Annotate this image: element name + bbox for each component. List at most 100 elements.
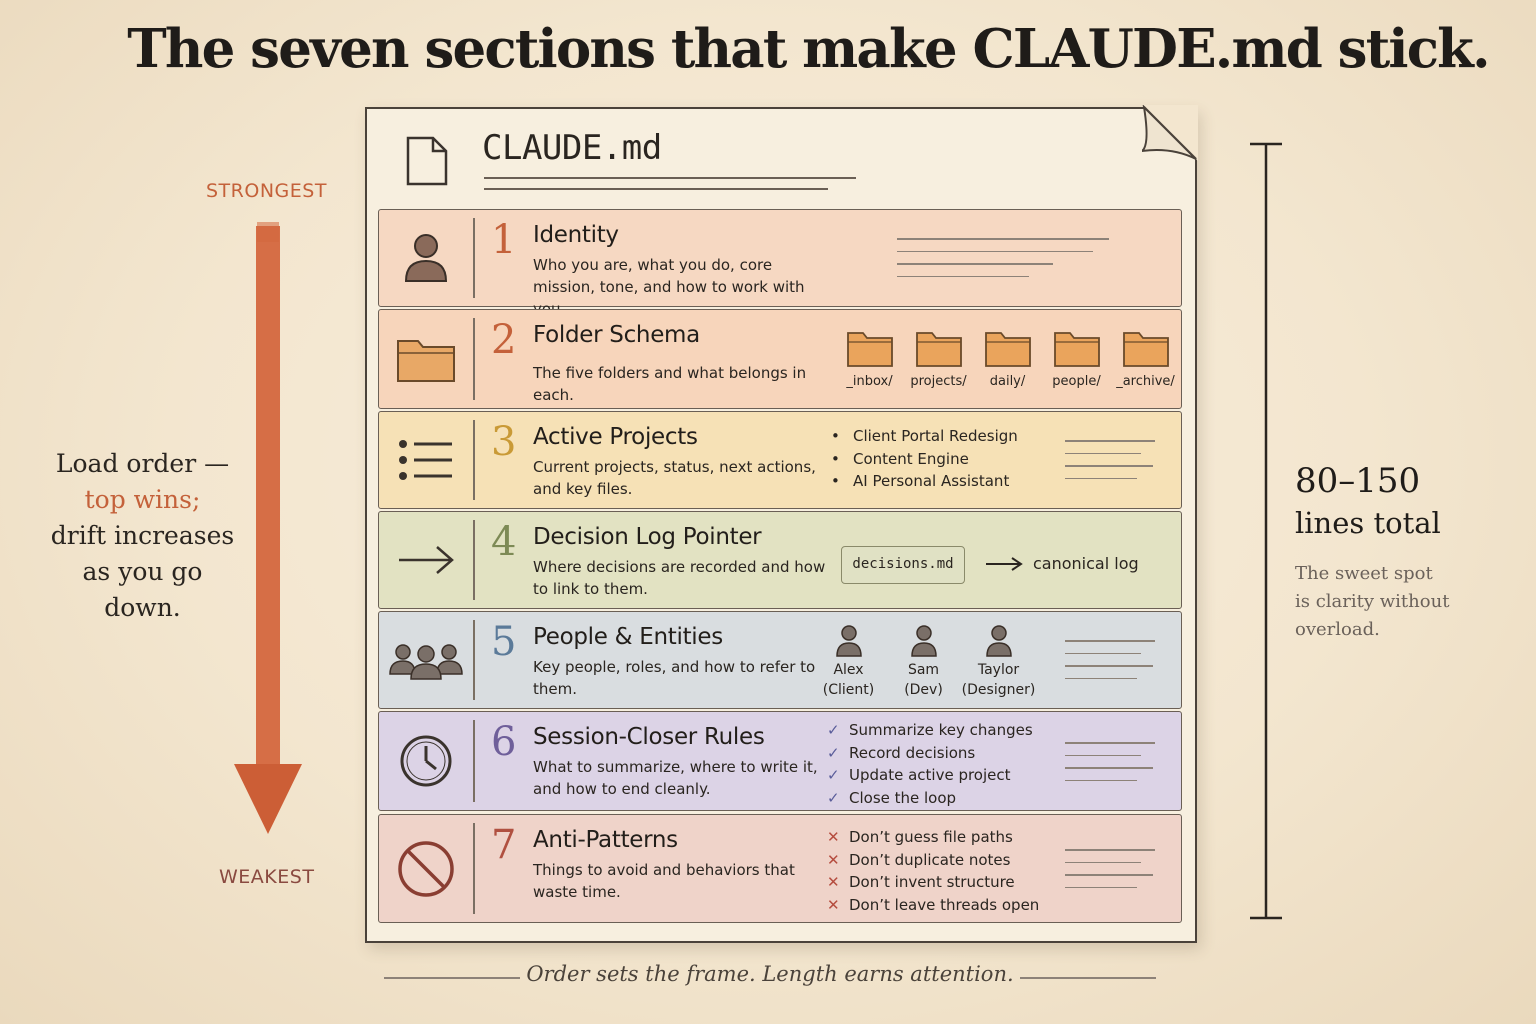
- cross-icon: ✕: [827, 828, 840, 846]
- placeholder-lines: [1065, 742, 1155, 792]
- list-item: ✓Close the loop: [827, 787, 1033, 810]
- lines-number: 80–150: [1295, 461, 1421, 501]
- section-description: Things to avoid and behaviors that waste…: [533, 861, 795, 901]
- folder-icon: [1053, 332, 1100, 367]
- list-icon: [399, 440, 452, 480]
- check-icon: ✓: [827, 721, 840, 739]
- person-card: Sam (Dev): [886, 624, 961, 700]
- decisions-file-chip: decisions.md: [841, 546, 965, 584]
- list-item: ✕Don’t guess file paths: [827, 826, 1039, 849]
- list-item: ✓Record decisions: [827, 742, 1033, 765]
- people-list: Alex (Client) Sam (Dev) Taylor (Designer…: [811, 624, 1036, 700]
- folder-label: people/: [1052, 374, 1101, 389]
- placeholder-lines: [897, 238, 1109, 288]
- lines-total: 80–150 lines total: [1295, 460, 1441, 544]
- section-description: What to summarize, where to write it, an…: [533, 758, 818, 798]
- section-title: Folder Schema: [533, 322, 700, 348]
- placeholder-lines: [1065, 440, 1155, 490]
- section-title: Session-Closer Rules: [533, 724, 765, 750]
- bullet-marker: •: [831, 472, 840, 490]
- person-name: Alex: [833, 662, 864, 678]
- folder-label: _inbox/: [846, 374, 893, 389]
- folder-item: projects/: [904, 330, 973, 389]
- person-role: (Client): [822, 682, 875, 698]
- section-people: 5 People & Entities Key people, roles, a…: [378, 611, 1182, 709]
- section-number: 5: [491, 619, 517, 665]
- list-item: •Content Engine: [831, 448, 1018, 471]
- group-icon: [389, 644, 463, 680]
- person-icon: [835, 625, 862, 657]
- list-item: ✕Don’t duplicate notes: [827, 849, 1039, 872]
- person-card: Taylor (Designer): [961, 624, 1036, 700]
- check-icon: ✓: [827, 766, 840, 784]
- sweet-spot-note: The sweet spot is clarity without overlo…: [1295, 560, 1475, 644]
- person-name: Taylor: [977, 662, 1020, 678]
- list-item: •Client Portal Redesign: [831, 425, 1018, 448]
- check-icon: ✓: [827, 743, 840, 762]
- person-icon: [985, 625, 1012, 657]
- section-anti-patterns: 7 Anti-Patterns Things to avoid and beha…: [378, 814, 1182, 923]
- load-order-line: Load order —: [55, 449, 230, 478]
- sweet-line: is clarity without: [1295, 591, 1450, 612]
- section-number: 7: [491, 822, 517, 868]
- strongest-label: STRONGEST: [206, 180, 327, 202]
- person-role: (Dev): [904, 682, 943, 698]
- cross-icon: ✕: [827, 895, 840, 914]
- person-icon: [404, 234, 448, 282]
- down-arrow-icon: [234, 222, 302, 834]
- page-curl-icon: [1142, 105, 1198, 161]
- folder-item: _archive/: [1111, 330, 1180, 389]
- section-session-closer: 6 Session-Closer Rules What to summarize…: [378, 711, 1182, 811]
- page-title: The seven sections that make CLAUDE.md s…: [127, 18, 1490, 80]
- folder-icon: [397, 340, 455, 382]
- load-order-note: Load order — top wins; drift increases a…: [40, 446, 245, 626]
- length-bracket-icon: [1250, 142, 1282, 920]
- document-title: CLAUDE.md: [482, 128, 662, 168]
- list-item: ✕Don’t leave threads open: [827, 894, 1039, 917]
- placeholder-lines: [1065, 640, 1155, 690]
- folder-icon: [984, 332, 1031, 367]
- folder-label: projects/: [910, 374, 967, 389]
- section-folder-schema: 2 Folder Schema The five folders and wha…: [378, 309, 1182, 409]
- load-order-line: drift increases: [50, 521, 235, 550]
- person-card: Alex (Client): [811, 624, 886, 700]
- weakest-label: WEAKEST: [219, 866, 315, 888]
- anti-pattern-list: ✕Don’t guess file paths ✕Don’t duplicate…: [827, 826, 1039, 916]
- section-description: Where decisions are recorded and how to …: [533, 558, 826, 598]
- person-role: (Designer): [961, 682, 1036, 698]
- clock-icon: [400, 735, 452, 787]
- file-icon: [406, 136, 448, 186]
- section-decision-log: 4 Decision Log Pointer Where decisions a…: [378, 511, 1182, 609]
- check-icon: ✓: [827, 788, 840, 807]
- load-order-line: down.: [104, 593, 181, 622]
- folder-item: _inbox/: [835, 330, 904, 389]
- section-description: Current projects, status, next actions, …: [533, 458, 816, 498]
- section-active-projects: 3 Active Projects Current projects, stat…: [378, 411, 1182, 509]
- title-underline: [484, 188, 828, 190]
- arrow-right-icon: [399, 546, 454, 574]
- sweet-line: overload.: [1295, 619, 1380, 640]
- arrow-right-icon: [986, 557, 1023, 571]
- folder-label: _archive/: [1116, 374, 1175, 389]
- cross-icon: ✕: [827, 850, 840, 869]
- placeholder-lines: [1065, 849, 1155, 899]
- footer-rule-left: [384, 977, 520, 979]
- folder-item: daily/: [973, 330, 1042, 389]
- folder-icon: [1122, 332, 1169, 367]
- checklist: ✓Summarize key changes ✓Record decisions…: [827, 719, 1033, 809]
- section-number: 2: [491, 317, 517, 363]
- lines-label: lines total: [1295, 506, 1441, 540]
- bullet-marker: •: [831, 449, 840, 468]
- person-name: Sam: [907, 662, 940, 678]
- section-title: Decision Log Pointer: [533, 524, 762, 550]
- footer-rule-right: [1020, 977, 1156, 979]
- footer-caption: Order sets the frame. Length earns atten…: [526, 962, 1014, 986]
- load-order-line: as you go: [82, 557, 203, 586]
- folder-list: _inbox/ projects/ daily/ people/ _archiv…: [835, 330, 1180, 389]
- section-number: 4: [491, 519, 517, 565]
- folder-label: daily/: [989, 374, 1026, 389]
- section-identity: 1 Identity Who you are, what you do, cor…: [378, 209, 1182, 318]
- title-underline: [484, 177, 856, 179]
- section-number: 3: [491, 419, 517, 465]
- canonical-log-label: canonical log: [1033, 554, 1139, 573]
